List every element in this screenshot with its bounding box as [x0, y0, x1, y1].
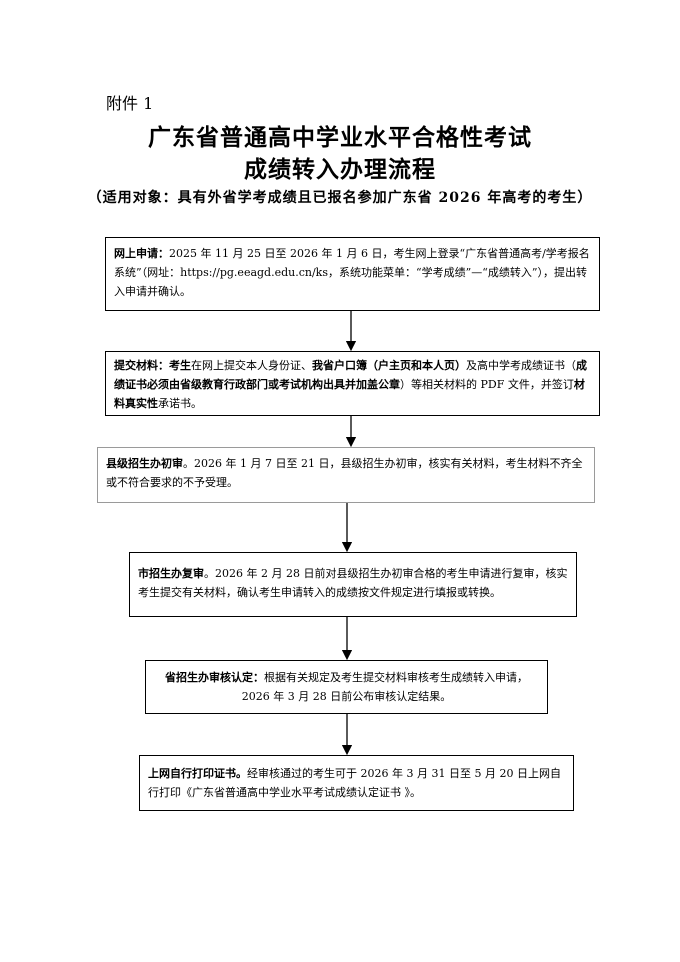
step-label: 县级招生办初审 — [106, 457, 183, 470]
step-submit-materials: 提交材料：考生在网上提交本人身份证、我省户口簿（户主页和本人页）及高中学考成绩证… — [105, 351, 600, 416]
step-text: 。2026 年 2 月 28 日前对县级招生办初审合格的考生申请进行复审，核实考… — [138, 567, 568, 599]
page-subtitle: 成绩转入办理流程 — [244, 156, 436, 183]
step-label: 上网自行打印证书。 — [148, 767, 247, 780]
page-title: 广东省普通高中学业水平合格性考试 — [148, 124, 532, 151]
scope-note: （适用对象：具有外省学考成绩且已报名参加广东省 2026 年高考的考生） — [87, 190, 593, 206]
step-online-application: 网上申请：2025 年 11 月 25 日至 2026 年 1 月 6 日，考生… — [105, 237, 600, 311]
step-print-certificate: 上网自行打印证书。经审核通过的考生可于 2026 年 3 月 31 日至 5 月… — [139, 755, 574, 811]
attachment-label: 附件 1 — [106, 94, 154, 113]
step-city-review: 市招生办复审。2026 年 2 月 28 日前对县级招生办初审合格的考生申请进行… — [129, 552, 577, 617]
step-label: 市招生办复审 — [138, 567, 204, 580]
step-county-review: 县级招生办初审。2026 年 1 月 7 日至 21 日，县级招生办初审，核实有… — [97, 447, 595, 503]
step-label: 网上申请： — [114, 247, 169, 260]
step-text: 2025 年 11 月 25 日至 2026 年 1 月 6 日，考生网上登录“… — [114, 247, 590, 298]
step-label: 省招生办审核认定： — [165, 671, 264, 684]
step-text: 经审核通过的考生可于 2026 年 3 月 31 日至 5 月 20 日上网自行… — [148, 767, 561, 799]
step-text: 。2026 年 1 月 7 日至 21 日，县级招生办初审，核实有关材料，考生材… — [106, 457, 583, 489]
step-label: 提交材料： — [114, 359, 169, 372]
step-province-approval: 省招生办审核认定：根据有关规定及考生提交材料审核考生成绩转入申请， 2026 年… — [145, 660, 548, 714]
